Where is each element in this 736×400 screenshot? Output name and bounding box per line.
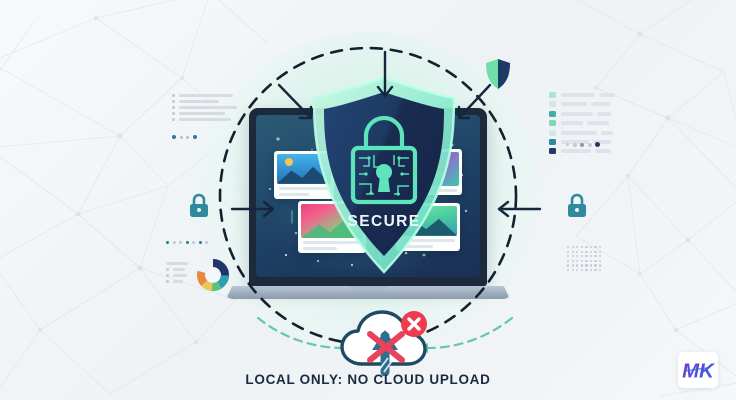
card-line bbox=[303, 241, 361, 244]
cloud-upload-blocked-icon bbox=[332, 306, 440, 377]
shield-icon bbox=[485, 58, 511, 90]
brand-logo: MK bbox=[678, 352, 718, 388]
card-line bbox=[279, 187, 329, 190]
shield-graphic: SECURE bbox=[312, 76, 456, 274]
logo-swoosh bbox=[686, 366, 710, 372]
card-line bbox=[279, 193, 309, 196]
x-circle-badge bbox=[401, 311, 427, 337]
dashed-flow-arrow bbox=[426, 316, 514, 350]
caption-text: LOCAL ONLY: NO CLOUD UPLOAD bbox=[245, 372, 491, 387]
card-line bbox=[303, 247, 338, 250]
card-line bbox=[401, 245, 433, 248]
placeholder-swatch-list bbox=[549, 92, 615, 158]
placeholder-text-block bbox=[166, 262, 188, 286]
donut-chart-icon bbox=[196, 258, 230, 292]
padlock-circuit-nodes bbox=[364, 156, 404, 196]
card-line bbox=[401, 239, 455, 242]
central-shield: SECURE bbox=[308, 76, 460, 276]
padlock-icon bbox=[188, 193, 210, 219]
dashed-flow-arrow bbox=[256, 316, 346, 350]
keyhole-icon bbox=[376, 164, 392, 192]
laptop-base-notch bbox=[350, 286, 388, 290]
cross-out-mark bbox=[367, 331, 405, 363]
placeholder-dot-grid bbox=[567, 246, 602, 272]
shield-rim-highlight bbox=[312, 76, 456, 274]
mk-logo-text: MK bbox=[682, 361, 715, 383]
arrow-left-icon bbox=[497, 200, 542, 218]
placeholder-dot-row bbox=[566, 142, 600, 147]
arrow-down-right-icon bbox=[277, 83, 313, 120]
placeholder-text-block bbox=[172, 94, 237, 124]
mk-logo-icon: MK bbox=[682, 361, 715, 383]
arrow-right-icon bbox=[230, 200, 275, 218]
dashed-circle bbox=[218, 46, 518, 346]
sun-icon bbox=[285, 158, 293, 166]
placeholder-dot-row bbox=[172, 135, 197, 139]
placeholder-dot-row bbox=[166, 241, 208, 244]
padlock-icon bbox=[566, 193, 588, 219]
arrow-down-icon bbox=[376, 50, 394, 98]
arrow-down-left-icon bbox=[457, 83, 492, 120]
mountain-shape bbox=[277, 167, 331, 184]
shield-label: SECURE bbox=[348, 213, 421, 230]
laptop-base bbox=[226, 286, 510, 299]
padlock-circuit-icon bbox=[350, 115, 418, 205]
